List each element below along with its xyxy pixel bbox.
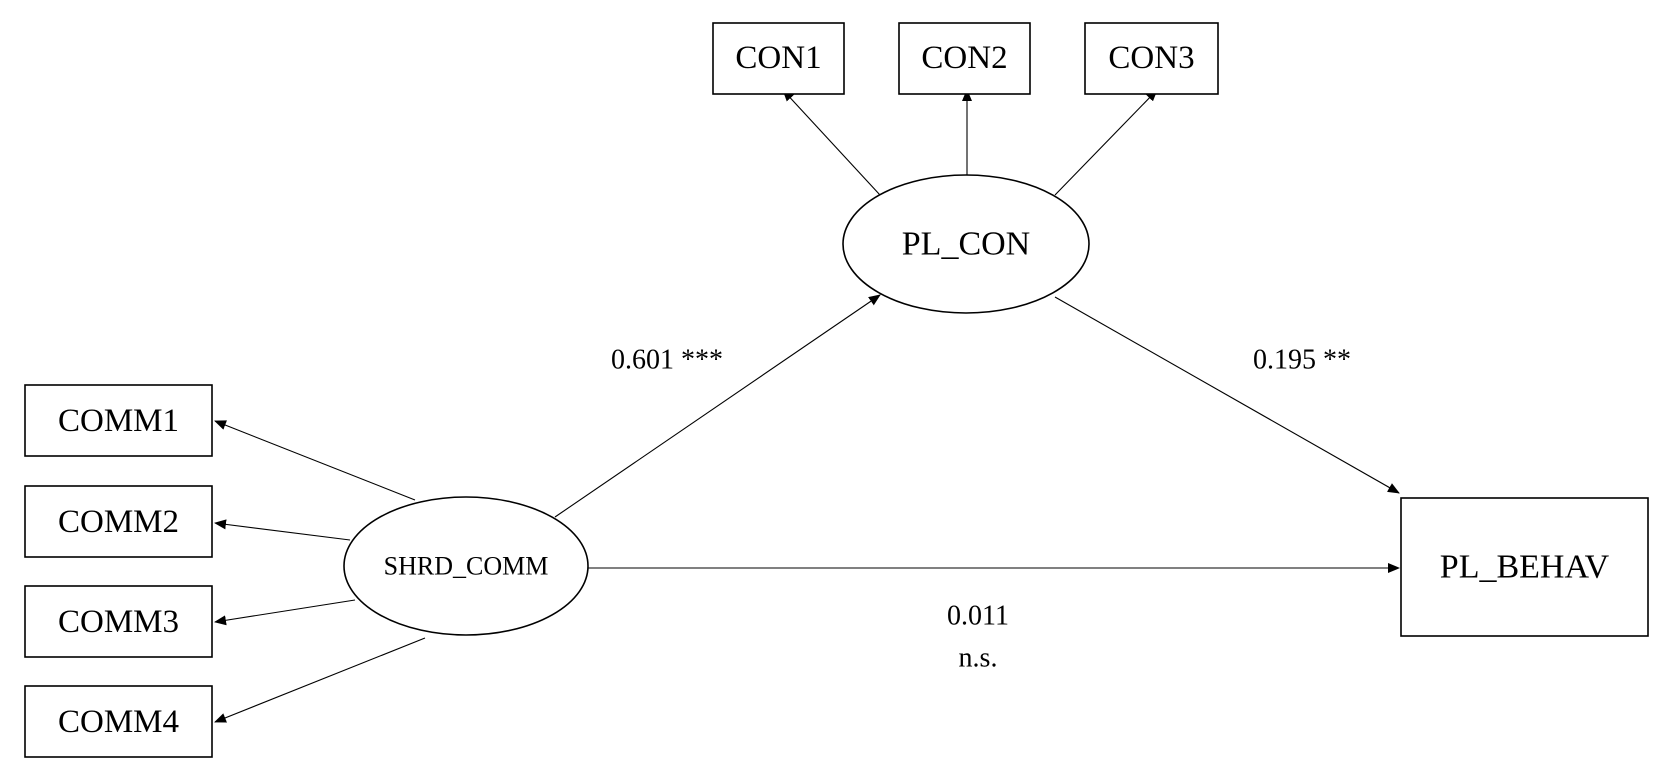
node-pl-behav: PL_BEHAV <box>1400 497 1649 637</box>
node-con1-label: CON1 <box>735 40 821 76</box>
edge-plcon-behav <box>1054 296 1400 494</box>
node-con3-label: CON3 <box>1108 40 1194 76</box>
node-comm3-label: COMM3 <box>58 604 179 640</box>
node-pl-con: PL_CON <box>842 174 1090 314</box>
node-shrd-comm-label: SHRD_COMM <box>384 552 549 581</box>
edge-shrd-comm3 <box>214 599 356 626</box>
edge-shrd-plcon <box>554 294 881 518</box>
node-comm2-label: COMM2 <box>58 504 179 540</box>
node-comm2: COMM2 <box>24 485 213 558</box>
node-comm4: COMM4 <box>24 685 213 758</box>
coef-shrd-plcon: 0.601 *** <box>611 345 723 376</box>
coef-shrd-behav-sig: n.s. <box>959 643 998 674</box>
node-pl-behav-label: PL_BEHAV <box>1440 549 1610 586</box>
node-con2-label: CON2 <box>921 40 1007 76</box>
edge-plcon-con1 <box>782 89 881 196</box>
edges <box>214 89 1400 723</box>
node-con1: CON1 <box>712 22 845 95</box>
edge-shrd-comm2 <box>214 519 351 541</box>
node-con2: CON2 <box>898 22 1031 95</box>
node-con3: CON3 <box>1084 22 1219 95</box>
node-pl-con-label: PL_CON <box>902 226 1030 263</box>
node-comm3: COMM3 <box>24 585 213 658</box>
node-comm1-label: COMM1 <box>58 403 179 439</box>
node-comm1: COMM1 <box>24 384 213 457</box>
edge-plcon-con3 <box>1054 89 1158 196</box>
node-comm4-label: COMM4 <box>58 704 179 740</box>
coef-plcon-behav: 0.195 ** <box>1253 345 1351 376</box>
node-shrd-comm: SHRD_COMM <box>343 496 589 636</box>
edge-shrd-comm1 <box>214 420 416 501</box>
edge-shrd-comm4 <box>214 637 426 723</box>
coef-shrd-behav-value: 0.011 <box>947 601 1009 632</box>
